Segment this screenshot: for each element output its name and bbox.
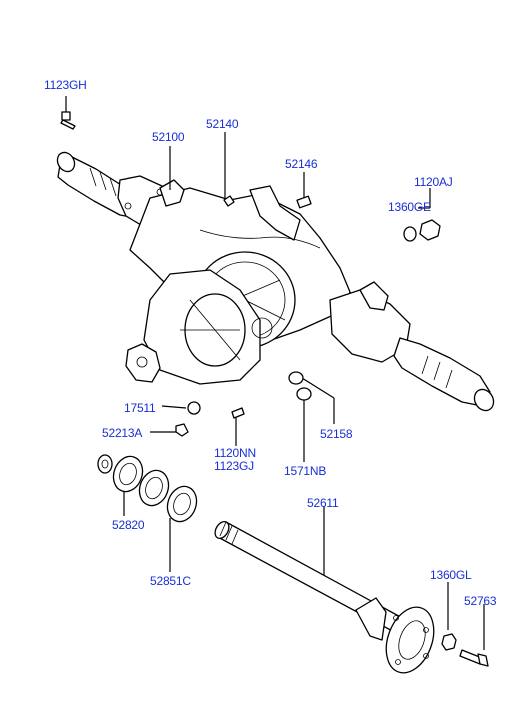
label-52820: 52820 xyxy=(112,518,145,532)
bolt-1123gh xyxy=(60,96,76,130)
label-52100: 52100 xyxy=(152,130,185,144)
label-52851c: 52851C xyxy=(150,574,191,588)
small-parts xyxy=(175,195,441,437)
label-1120nn: 1120NN xyxy=(214,446,256,460)
seals-bearings xyxy=(97,454,198,523)
label-52146: 52146 xyxy=(285,157,318,171)
label-1120aj: 1120AJ xyxy=(414,175,453,189)
leader-lines xyxy=(123,132,485,650)
label-1360gl: 1360GL xyxy=(430,568,472,582)
label-52158: 52158 xyxy=(320,427,353,441)
label-52140: 52140 xyxy=(206,117,239,131)
axle-shaft xyxy=(214,520,435,674)
label-1123gj: 1123GJ xyxy=(214,459,254,473)
label-52611: 52611 xyxy=(307,496,339,510)
differential-carrier xyxy=(125,269,273,385)
label-52213a: 52213A xyxy=(102,426,143,440)
label-17511: 17511 xyxy=(124,401,156,415)
label-1123gh: 1123GH xyxy=(44,78,87,92)
label-1571nb: 1571NB xyxy=(284,464,327,478)
label-1360ge: 1360GE xyxy=(388,200,431,214)
axle-housing xyxy=(56,151,495,412)
nut-and-bolt xyxy=(441,633,489,667)
label-52763: 52763 xyxy=(464,594,497,608)
